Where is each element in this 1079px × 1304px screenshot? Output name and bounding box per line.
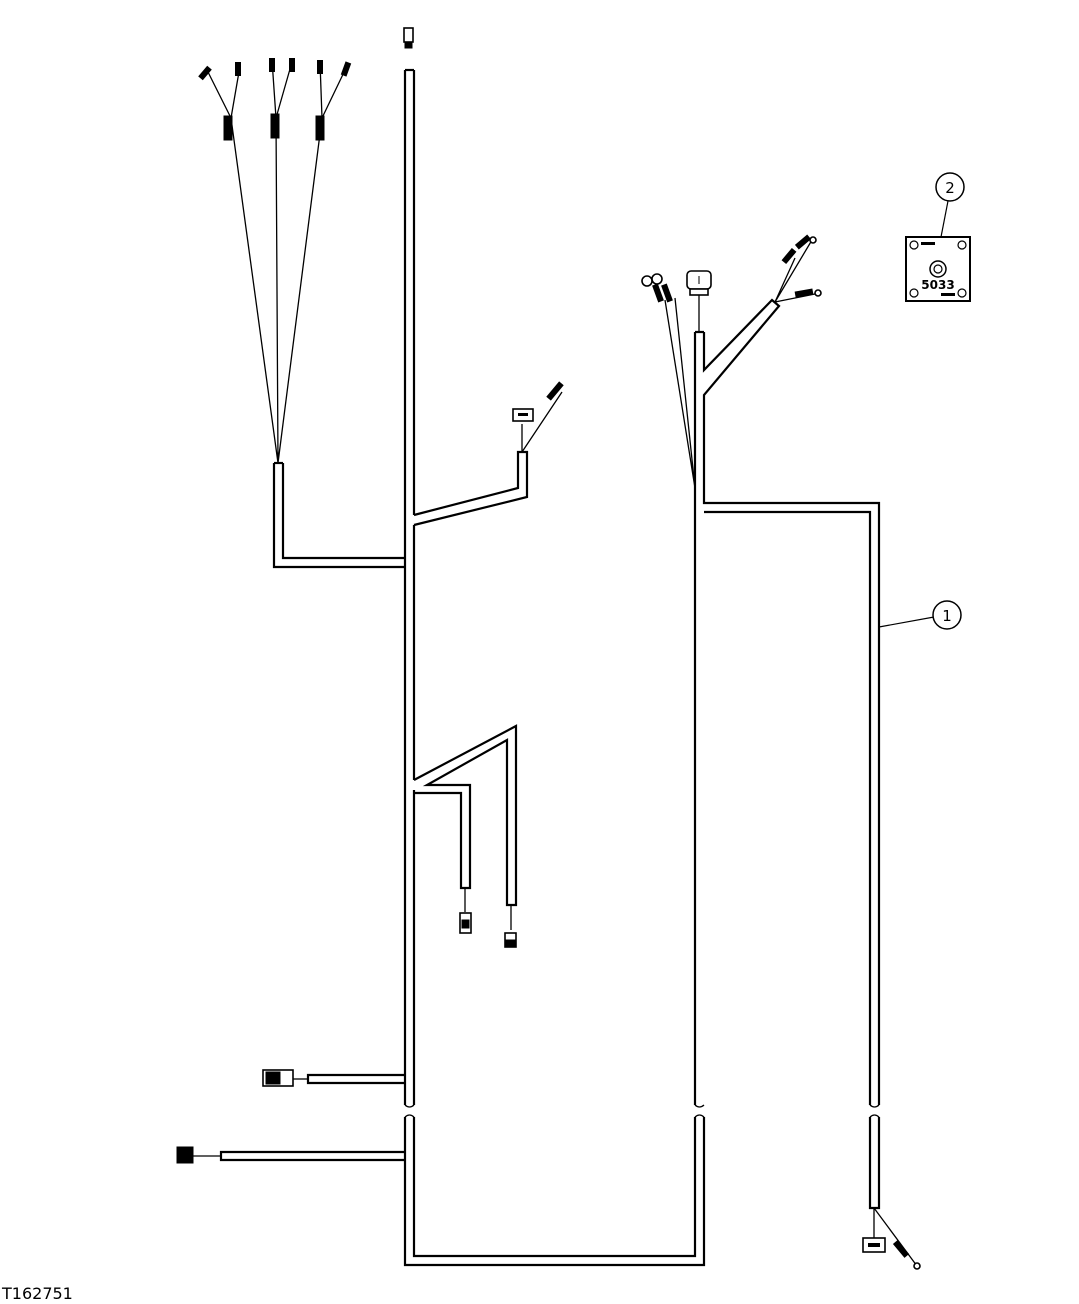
connector-top <box>403 27 414 49</box>
harness-branch-upper-left <box>198 58 405 569</box>
figure-id: T162751 <box>2 1284 73 1303</box>
harness-bottom-right <box>862 1117 921 1270</box>
callout-2-label: 2 <box>945 179 955 197</box>
part-2-mounting-plate: 5033 <box>905 236 971 302</box>
callout-2: 2 <box>935 172 965 238</box>
ring-terminal-a <box>641 275 653 287</box>
splice-connector-a <box>223 115 233 141</box>
ring-terminal-b <box>651 273 663 285</box>
harness-bottom-loop <box>176 1117 706 1267</box>
wire-tag-labels <box>198 58 352 81</box>
harness-branch-middle <box>413 724 518 948</box>
callout-1: 1 <box>878 600 962 630</box>
callout-1-label: 1 <box>942 607 952 625</box>
harness-main-trunk <box>403 68 416 1105</box>
harness-branch-upper-right <box>413 381 564 527</box>
harness-branch-lower-left <box>262 1069 405 1087</box>
splice-connector-c <box>315 115 325 141</box>
break-marks <box>404 1104 880 1118</box>
connector-bottom-left <box>176 1146 194 1164</box>
part-marking: 5033 <box>921 278 954 292</box>
harness-right-trunk <box>641 234 881 1105</box>
splice-connector-b <box>270 113 280 139</box>
